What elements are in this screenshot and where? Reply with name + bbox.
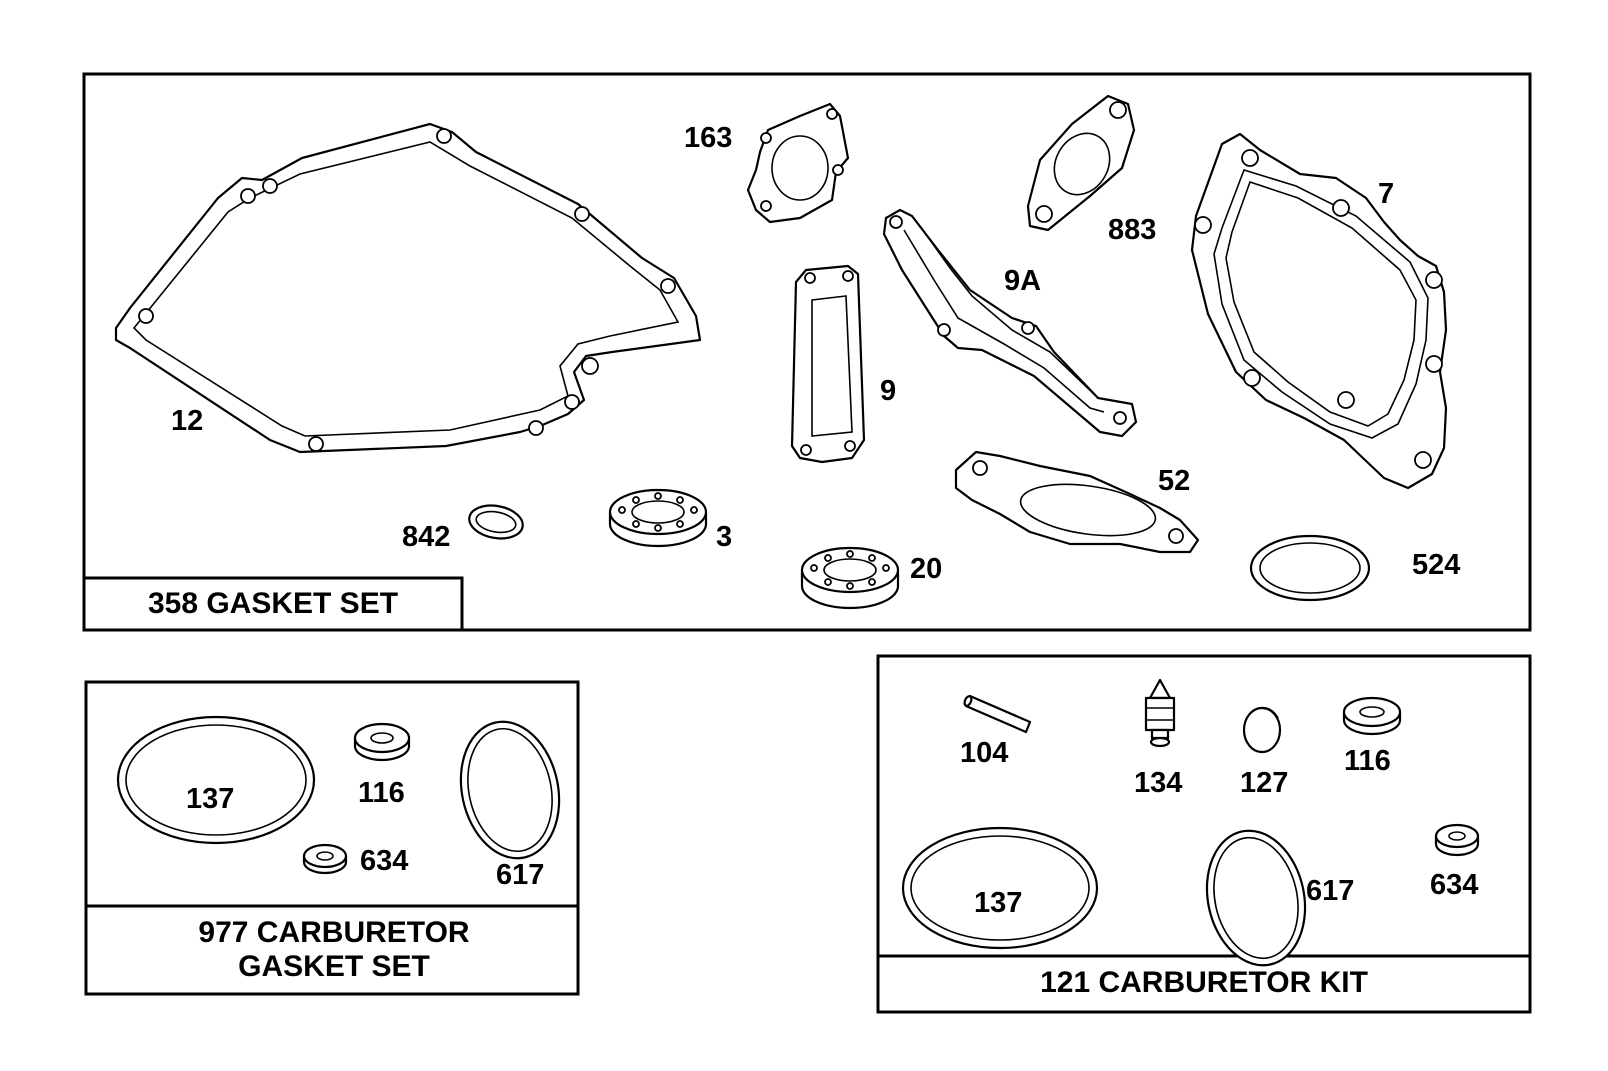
washer-116-a xyxy=(353,722,411,762)
label-20: 20 xyxy=(910,553,942,585)
oil-seal-3 xyxy=(608,488,708,548)
label-k134: 134 xyxy=(1134,767,1182,799)
label-k137: 137 xyxy=(974,887,1022,919)
label-9: 9 xyxy=(880,375,896,407)
label-842: 842 xyxy=(402,521,450,553)
gasket-9 xyxy=(790,264,866,464)
gasket-set-title-box xyxy=(82,576,464,632)
ring-617-a xyxy=(459,720,561,860)
label-k617: 617 xyxy=(1306,875,1354,907)
gasket-set-title: 358 GASKET SET xyxy=(148,587,398,620)
ring-137-b xyxy=(901,826,1099,950)
gasket-set-panel xyxy=(82,72,1532,632)
head-gasket-7 xyxy=(1190,132,1448,490)
label-k104: 104 xyxy=(960,737,1008,769)
label-k127: 127 xyxy=(1240,767,1288,799)
gasket-52 xyxy=(954,450,1200,554)
label-7: 7 xyxy=(1378,178,1394,210)
label-c617: 617 xyxy=(496,859,544,891)
label-c116: 116 xyxy=(358,777,405,809)
plug-127 xyxy=(1242,706,1282,754)
washer-634-b xyxy=(1434,823,1480,857)
carb-kit-title: 121 CARBURETOR KIT xyxy=(1040,966,1368,999)
label-k116: 116 xyxy=(1344,745,1391,777)
label-3: 3 xyxy=(716,521,732,553)
label-k634: 634 xyxy=(1430,869,1478,901)
washer-634-a xyxy=(302,843,348,875)
label-52: 52 xyxy=(1158,465,1190,497)
label-163: 163 xyxy=(684,122,732,154)
gasket-163 xyxy=(746,102,850,224)
needle-134 xyxy=(1144,678,1176,748)
crankcase-gasket-12 xyxy=(114,122,702,454)
label-524: 524 xyxy=(1412,549,1460,581)
label-12: 12 xyxy=(171,405,203,437)
carb-gasket-set-title-line1: 977 CARBURETOR xyxy=(198,916,470,949)
gasket-883 xyxy=(1026,94,1136,232)
ring-524 xyxy=(1249,534,1371,602)
o-ring-842 xyxy=(468,504,524,540)
washer-116-b xyxy=(1342,696,1402,736)
pin-104 xyxy=(963,694,1032,734)
ring-617-b xyxy=(1205,829,1307,967)
carb-gasket-set-panel xyxy=(84,680,580,996)
label-c634: 634 xyxy=(360,845,408,877)
carb-kit-panel xyxy=(876,654,1532,1014)
carb-gasket-set-title-line2: GASKET SET xyxy=(238,950,430,983)
ring-137-a xyxy=(116,715,316,845)
oil-seal-20 xyxy=(800,546,900,610)
label-c137: 137 xyxy=(186,783,234,815)
gasket-9A xyxy=(882,208,1138,438)
label-9A: 9A xyxy=(1004,265,1041,297)
label-883: 883 xyxy=(1108,214,1156,246)
